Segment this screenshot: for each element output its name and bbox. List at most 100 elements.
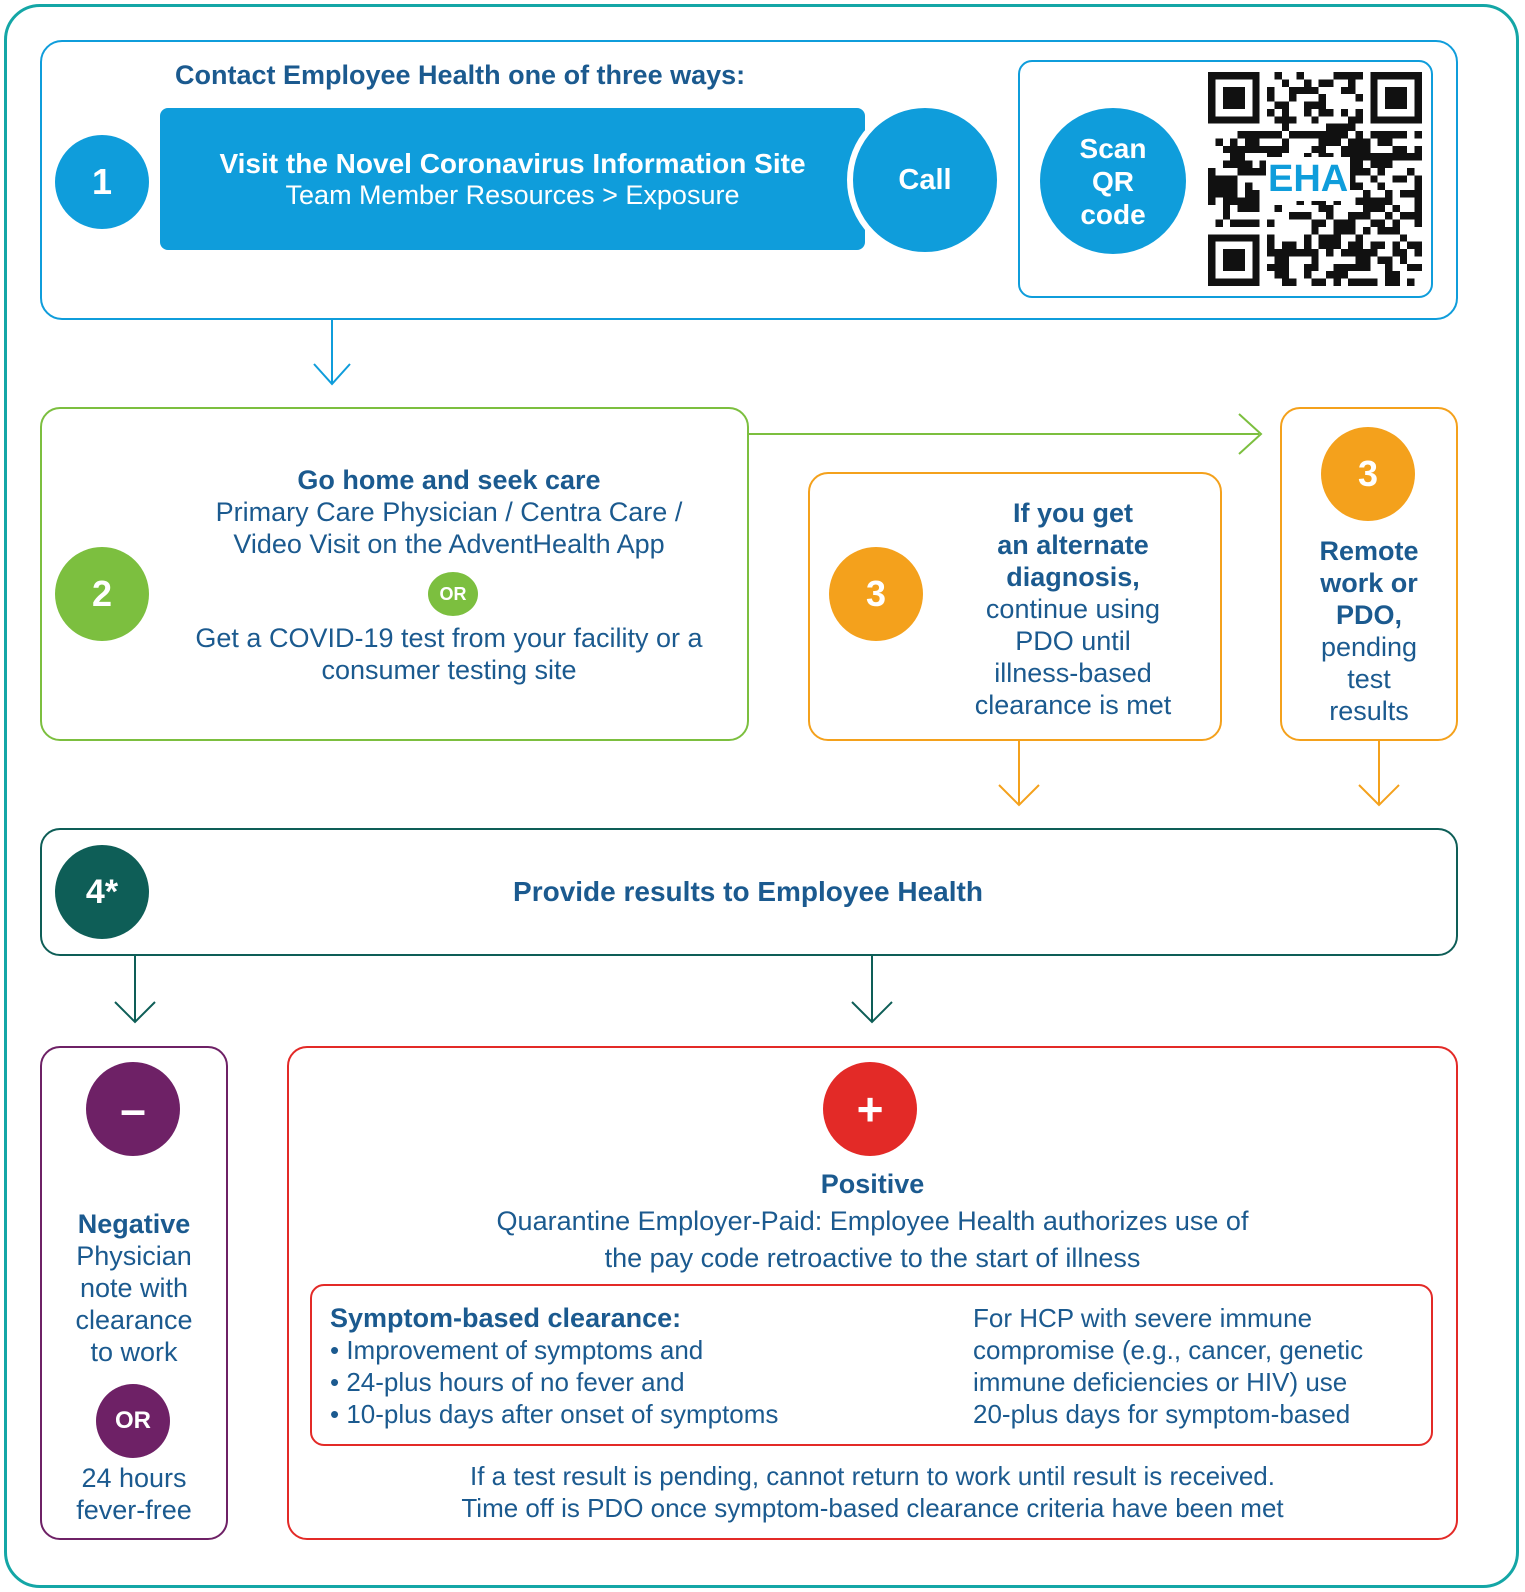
qr-module	[1244, 145, 1253, 154]
qr-module	[1392, 116, 1400, 124]
qr-module	[1399, 175, 1408, 183]
qr-module	[1333, 138, 1341, 146]
clearance-bullet-3: • 10-plus days after onset of symptoms	[330, 1399, 779, 1429]
qr-module	[1311, 256, 1319, 264]
qr-module	[1377, 256, 1386, 264]
qr-module	[1281, 123, 1290, 132]
qr-module	[1392, 241, 1400, 250]
qr-module	[1362, 167, 1371, 176]
qr-module	[1274, 204, 1282, 213]
qr-module	[1414, 72, 1422, 80]
qr-module	[1362, 145, 1371, 154]
qr-module	[1377, 138, 1386, 146]
info-site-title: Visit the Novel Coronavirus Information …	[219, 148, 806, 179]
qr-module	[1414, 182, 1422, 191]
qr-module	[1326, 131, 1334, 139]
qr-module	[1377, 241, 1386, 250]
qr-module	[1311, 145, 1319, 154]
qr-module	[1237, 101, 1245, 109]
qr-module	[1392, 249, 1400, 257]
qr-module	[1274, 72, 1282, 80]
arrow-down-positive	[851, 956, 893, 1024]
step-3-remote-badge: 3	[1321, 427, 1415, 521]
qr-module	[1311, 101, 1319, 109]
qr-module	[1244, 234, 1253, 242]
qr-module	[1230, 278, 1238, 286]
qr-module	[1259, 167, 1268, 176]
qr-module	[1355, 153, 1363, 161]
qr-module	[1303, 212, 1312, 220]
qr-module	[1296, 197, 1304, 205]
qr-module	[1267, 263, 1275, 272]
care-title: Go home and seek care	[297, 465, 601, 495]
qr-module	[1311, 226, 1319, 235]
contact-heading: Contact Employee Health one of three way…	[175, 60, 746, 90]
qr-module	[1237, 116, 1245, 124]
info-site-banner[interactable]	[160, 108, 865, 250]
call-button[interactable]: Call	[847, 102, 1003, 258]
qr-module	[1355, 131, 1363, 139]
step-1-badge: 1	[55, 135, 149, 229]
qr-module	[1348, 175, 1356, 183]
qr-module	[1252, 145, 1260, 154]
qr-module	[1222, 212, 1231, 220]
qr-module	[1237, 167, 1245, 176]
qr-module	[1237, 219, 1245, 227]
qr-module	[1362, 190, 1371, 198]
negative-or-badge: OR	[96, 1384, 170, 1458]
qr-module	[1252, 190, 1260, 198]
arrow-down-negative	[114, 956, 156, 1024]
qr-code[interactable]: EHA	[1208, 72, 1422, 286]
qr-module	[1348, 241, 1356, 250]
qr-module	[1399, 131, 1408, 139]
qr-module	[1259, 131, 1268, 139]
qr-module	[1252, 108, 1260, 117]
qr-module	[1355, 278, 1363, 286]
positive-line-1: Quarantine Employer-Paid: Employee Healt…	[496, 1206, 1249, 1236]
qr-module	[1355, 108, 1363, 117]
negative-icon: –	[86, 1062, 180, 1156]
qr-module	[1355, 138, 1363, 146]
qr-module	[1399, 153, 1408, 161]
qr-module	[1274, 263, 1282, 272]
qr-module	[1267, 131, 1275, 139]
qr-module	[1348, 123, 1356, 132]
qr-module	[1377, 153, 1386, 161]
qr-module	[1215, 175, 1223, 183]
qr-module	[1362, 197, 1371, 205]
alternate-bold-2: an alternate	[997, 530, 1149, 560]
qr-module	[1370, 131, 1378, 139]
qr-module	[1392, 101, 1400, 109]
positive-footer: If a test result is pending, cannot retu…	[290, 1460, 1455, 1524]
qr-module	[1414, 94, 1422, 102]
qr-module	[1333, 278, 1341, 286]
qr-module	[1208, 182, 1216, 191]
qr-module	[1237, 234, 1245, 242]
step-3-alt-badge: 3	[829, 547, 923, 641]
care-line-1: Primary Care Physician / Centra Care /	[215, 497, 683, 527]
alternate-bold-3: diagnosis,	[1006, 562, 1140, 592]
qr-module	[1303, 263, 1312, 272]
qr-module	[1318, 241, 1327, 250]
qr-module	[1392, 72, 1400, 80]
clearance-bullet-1: • Improvement of symptoms and	[330, 1335, 704, 1365]
qr-module	[1289, 278, 1297, 286]
qr-module	[1274, 116, 1282, 124]
qr-module	[1237, 256, 1245, 264]
qr-module	[1230, 182, 1238, 191]
qr-module	[1274, 153, 1282, 161]
qr-module	[1230, 101, 1238, 109]
qr-module	[1355, 182, 1363, 191]
negative-text-2: 24 hours fever-free	[42, 1462, 226, 1526]
qr-module	[1267, 241, 1275, 250]
care-line-3: Get a COVID-19 test from your facility o…	[195, 623, 703, 653]
qr-module	[1370, 175, 1378, 183]
qr-module	[1414, 101, 1422, 109]
qr-module	[1340, 249, 1349, 257]
qr-module	[1385, 197, 1393, 205]
qr-module	[1244, 182, 1253, 191]
qr-module	[1208, 263, 1216, 272]
qr-module	[1407, 72, 1415, 80]
qr-module	[1392, 94, 1400, 102]
qr-module	[1208, 271, 1216, 279]
